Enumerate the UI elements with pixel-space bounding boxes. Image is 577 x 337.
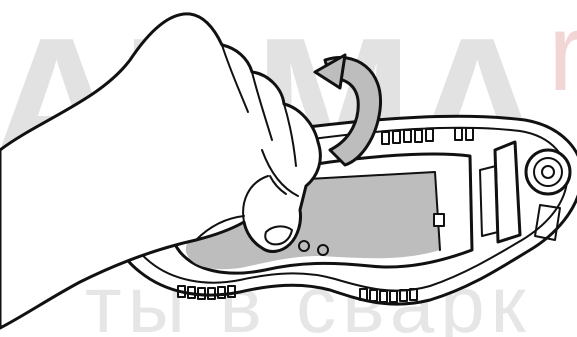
watermark-accent: r (548, 0, 577, 114)
